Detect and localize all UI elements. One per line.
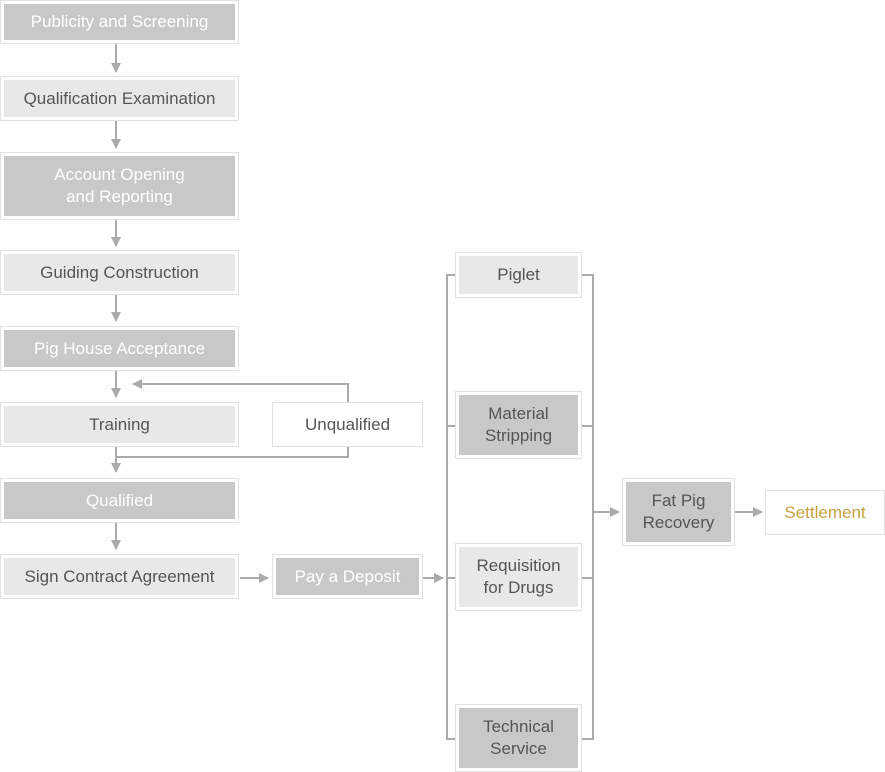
node-fat-pig-recovery: Fat Pig Recovery (622, 478, 735, 546)
node-pay-a-deposit: Pay a Deposit (272, 554, 423, 599)
node-label: Guiding Construction (4, 254, 235, 291)
node-label: Training (4, 406, 235, 443)
node-label: Qualification Examination (4, 80, 235, 117)
node-unqualified: Unqualified (272, 402, 423, 447)
node-guiding-construction: Guiding Construction (0, 250, 239, 295)
node-label: Settlement (769, 494, 881, 531)
node-settlement: Settlement (765, 490, 885, 535)
node-label: Requisition for Drugs (459, 547, 578, 607)
node-material-stripping: Material Stripping (455, 391, 582, 459)
node-label: Account Opening and Reporting (4, 156, 235, 216)
node-technical-service: Technical Service (455, 704, 582, 772)
node-piglet: Piglet (455, 252, 582, 298)
node-qualified: Qualified (0, 478, 239, 523)
bracket-right (581, 274, 594, 740)
node-label: Piglet (459, 256, 578, 294)
node-training: Training (0, 402, 239, 447)
node-label: Publicity and Screening (4, 4, 235, 40)
node-label: Sign Contract Agreement (4, 558, 235, 595)
node-label: Unqualified (276, 406, 419, 443)
node-account-opening: Account Opening and Reporting (0, 152, 239, 220)
node-label: Qualified (4, 482, 235, 519)
node-sign-contract-agreement: Sign Contract Agreement (0, 554, 239, 599)
node-label: Material Stripping (459, 395, 578, 455)
node-publicity-and-screening: Publicity and Screening (0, 0, 239, 44)
node-label: Fat Pig Recovery (626, 482, 731, 542)
arrow-unqualified-to-training (132, 379, 349, 402)
node-pig-house-acceptance: Pig House Acceptance (0, 326, 239, 371)
bracket-left (446, 274, 456, 740)
node-qualification-examination: Qualification Examination (0, 76, 239, 121)
node-label: Pig House Acceptance (4, 330, 235, 367)
line-training-to-unqualified (116, 447, 349, 458)
node-requisition-for-drugs: Requisition for Drugs (455, 543, 582, 611)
node-label: Technical Service (459, 708, 578, 768)
node-label: Pay a Deposit (276, 558, 419, 595)
